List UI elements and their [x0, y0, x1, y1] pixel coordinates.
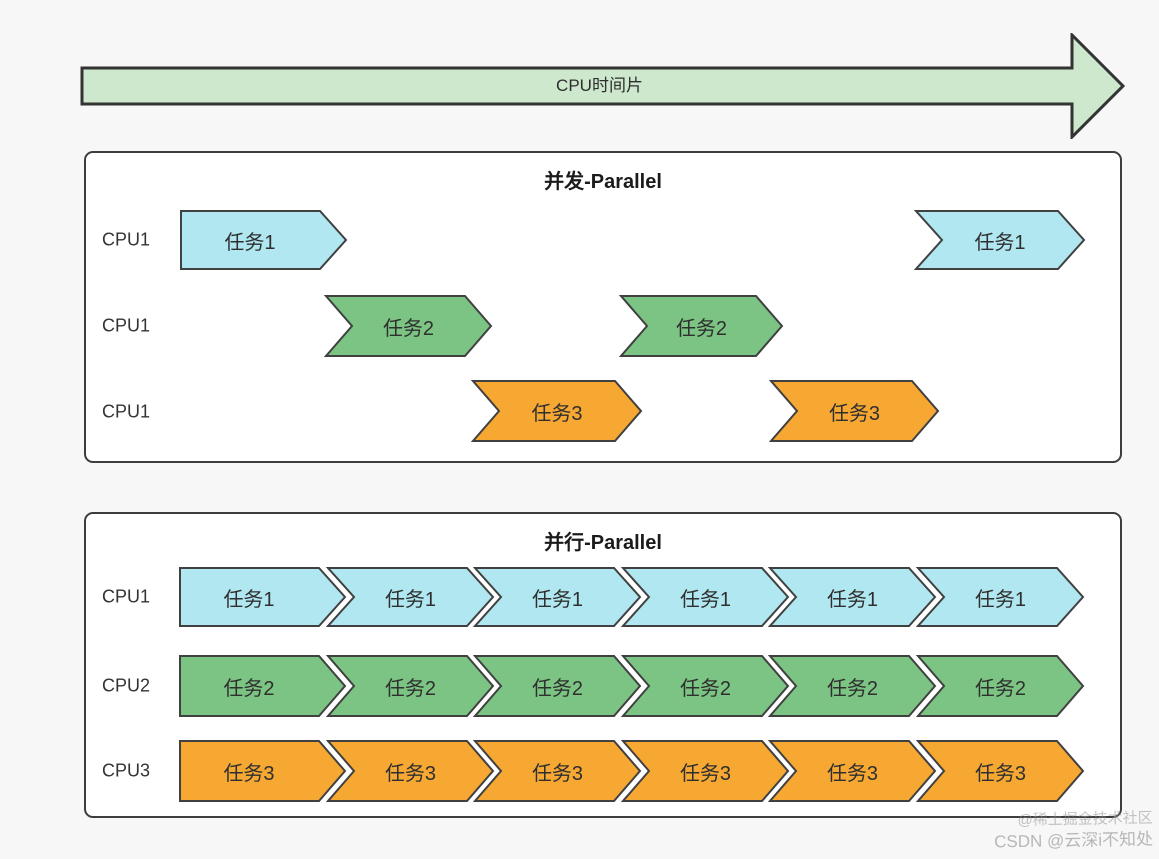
task-arrow-shape	[472, 567, 642, 627]
task-label: 任务3	[531, 762, 584, 785]
task-label: 任务1	[531, 588, 584, 611]
task-arrow-shape	[470, 380, 643, 442]
task-label: 任务2	[826, 677, 879, 700]
cpu-label: CPU1	[102, 315, 151, 336]
task-arrow: 任务1	[179, 567, 347, 627]
task-arrow: 任务2	[618, 295, 784, 357]
task-arrow: 任务1	[325, 567, 495, 627]
task-arrow-shape	[323, 295, 493, 357]
task-arrow-shape	[915, 740, 1085, 802]
cpu-timeslice-label: CPU时间片	[556, 76, 643, 95]
panel-title: 并发-Parallel	[544, 171, 662, 193]
task-arrow: 任务3	[472, 740, 642, 802]
task-arrow: 任务1	[767, 567, 937, 627]
task-label: 任务2	[679, 677, 732, 700]
task-arrow: 任务1	[620, 567, 790, 627]
cpu-timeslice-arrow	[80, 33, 1126, 139]
task-label: 任务3	[679, 762, 732, 785]
cpu-label: CPU2	[102, 675, 151, 696]
task-arrow: 任务3	[325, 740, 495, 802]
cpu-label: CPU1	[102, 401, 151, 422]
task-label: 任务2	[974, 677, 1027, 700]
task-label: 任务3	[828, 402, 881, 425]
task-label: 任务3	[384, 762, 437, 785]
task-arrow-shape	[768, 380, 940, 442]
task-label: 任务1	[384, 588, 437, 611]
task-arrow: 任务2	[620, 655, 790, 717]
task-arrow-shape	[325, 740, 495, 802]
task-arrow-shape	[472, 655, 642, 717]
task-label: 任务1	[826, 588, 879, 611]
task-arrow-shape	[179, 740, 347, 802]
task-arrow: 任务3	[470, 380, 643, 442]
task-arrow: 任务1	[913, 210, 1086, 270]
task-arrow: 任务2	[472, 655, 642, 717]
task-arrow-shape	[620, 740, 790, 802]
task-label: 任务1	[679, 588, 732, 611]
task-label: 任务1	[223, 588, 275, 611]
task-label: 任务2	[531, 677, 584, 700]
task-arrow-shape	[179, 655, 347, 717]
task-arrow: 任务3	[179, 740, 347, 802]
panel-title: 并行-Parallel	[544, 532, 662, 554]
task-arrow-shape	[913, 210, 1086, 270]
task-arrow: 任务1	[915, 567, 1085, 627]
watermark-line-2: CSDN @云深i不知处	[994, 829, 1154, 852]
cpu-label: CPU1	[102, 229, 151, 250]
watermark-line-1: @稀土掘金技术社区	[1017, 809, 1153, 829]
task-arrow-shape	[325, 567, 495, 627]
task-arrow-shape	[915, 567, 1085, 627]
task-label: 任务3	[974, 762, 1027, 785]
task-arrow: 任务2	[915, 655, 1085, 717]
task-arrow: 任务3	[768, 380, 940, 442]
task-arrow-shape	[620, 655, 790, 717]
task-arrow-shape	[618, 295, 784, 357]
watermark: @稀土掘金技术社区 CSDN @云深i不知处	[994, 809, 1154, 855]
task-arrow: 任务3	[915, 740, 1085, 802]
task-arrow-shape	[767, 655, 937, 717]
task-arrow: 任务2	[767, 655, 937, 717]
task-label: 任务3	[223, 762, 275, 785]
task-arrow: 任务3	[620, 740, 790, 802]
task-label: 任务1	[224, 231, 276, 254]
task-arrow: 任务2	[323, 295, 493, 357]
task-arrow-shape	[472, 740, 642, 802]
task-arrow: 任务1	[180, 210, 348, 270]
task-arrow-shape	[179, 567, 347, 627]
task-arrow-shape	[767, 740, 937, 802]
task-arrow-shape	[915, 655, 1085, 717]
task-label: 任务2	[675, 317, 728, 340]
task-arrow-shape	[325, 655, 495, 717]
task-arrow: 任务2	[325, 655, 495, 717]
task-arrow: 任务3	[767, 740, 937, 802]
task-label: 任务2	[223, 677, 275, 700]
task-label: 任务3	[531, 402, 583, 425]
task-label: 任务1	[974, 231, 1026, 254]
task-arrow-shape	[180, 210, 348, 270]
cpu-label: CPU1	[102, 586, 151, 607]
task-arrow-shape	[620, 567, 790, 627]
cpu-label: CPU3	[102, 760, 151, 781]
task-label: 任务2	[382, 317, 435, 340]
task-arrow: 任务2	[179, 655, 347, 717]
task-arrow: 任务1	[472, 567, 642, 627]
task-label: 任务1	[974, 588, 1027, 611]
cpu-timeslice-arrow-shape	[80, 33, 1126, 139]
task-arrow-shape	[767, 567, 937, 627]
task-label: 任务3	[826, 762, 879, 785]
task-label: 任务2	[384, 677, 437, 700]
